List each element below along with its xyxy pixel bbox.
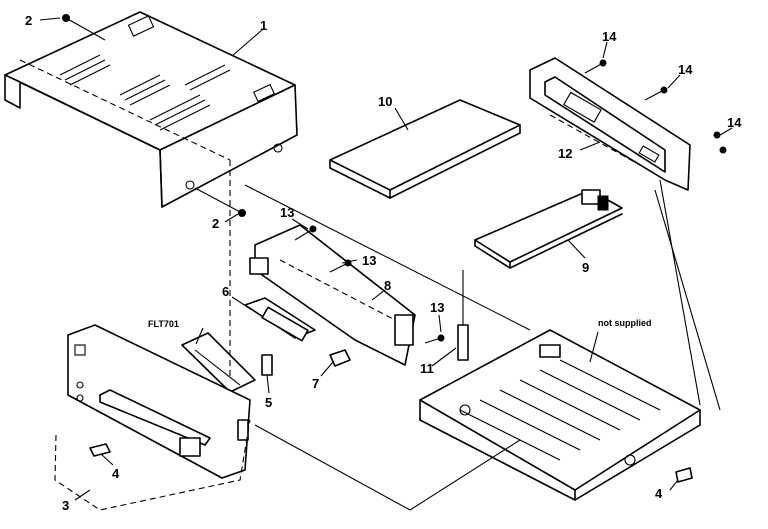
callout-7: 7 xyxy=(312,376,319,391)
callout-14-top: 14 xyxy=(602,29,617,44)
part-10-board xyxy=(329,99,521,199)
part-1-top-cover xyxy=(4,11,298,208)
part-13-screws xyxy=(294,225,445,344)
callout-5: 5 xyxy=(265,395,272,410)
callout-14-right: 14 xyxy=(727,115,742,130)
part-2-screw-side xyxy=(194,187,246,217)
callout-13-right: 13 xyxy=(430,300,444,315)
callout-flt701: FLT701 xyxy=(148,319,179,329)
part-7-clip xyxy=(329,349,351,367)
callout-10: 10 xyxy=(378,94,392,109)
part-8-board xyxy=(249,224,416,366)
part-2-screw-top xyxy=(62,14,106,41)
callout-2-top: 2 xyxy=(25,13,32,28)
callout-6: 6 xyxy=(222,284,229,299)
callout-9: 9 xyxy=(582,260,589,275)
guide-lines xyxy=(19,59,721,511)
callout-12: 12 xyxy=(558,146,572,161)
callout-11: 11 xyxy=(420,361,434,376)
part-5-small-part xyxy=(261,354,273,376)
part-6-bracket xyxy=(244,297,316,342)
chassis-not-supplied xyxy=(419,329,701,501)
part-4-foot-rear xyxy=(675,467,693,483)
callout-3: 3 xyxy=(62,498,69,513)
part-9-board xyxy=(474,189,623,269)
part-12-rear-bracket xyxy=(529,57,691,191)
callout-4-front: 4 xyxy=(112,466,120,481)
callout-14-mid: 14 xyxy=(678,62,693,77)
part-4-foot-front xyxy=(89,443,111,457)
callout-13-top: 13 xyxy=(280,205,294,220)
part-11-spring xyxy=(457,270,469,361)
part-14-screws xyxy=(584,59,727,154)
label-not-supplied: not supplied xyxy=(598,318,652,328)
callout-2-side: 2 xyxy=(212,216,219,231)
callout-1: 1 xyxy=(260,18,267,33)
callout-leaders xyxy=(39,17,733,501)
callout-4-rear: 4 xyxy=(655,486,663,501)
part-3-front-panel xyxy=(67,324,251,479)
callout-8: 8 xyxy=(384,278,391,293)
callout-13-mid: 13 xyxy=(362,253,376,268)
